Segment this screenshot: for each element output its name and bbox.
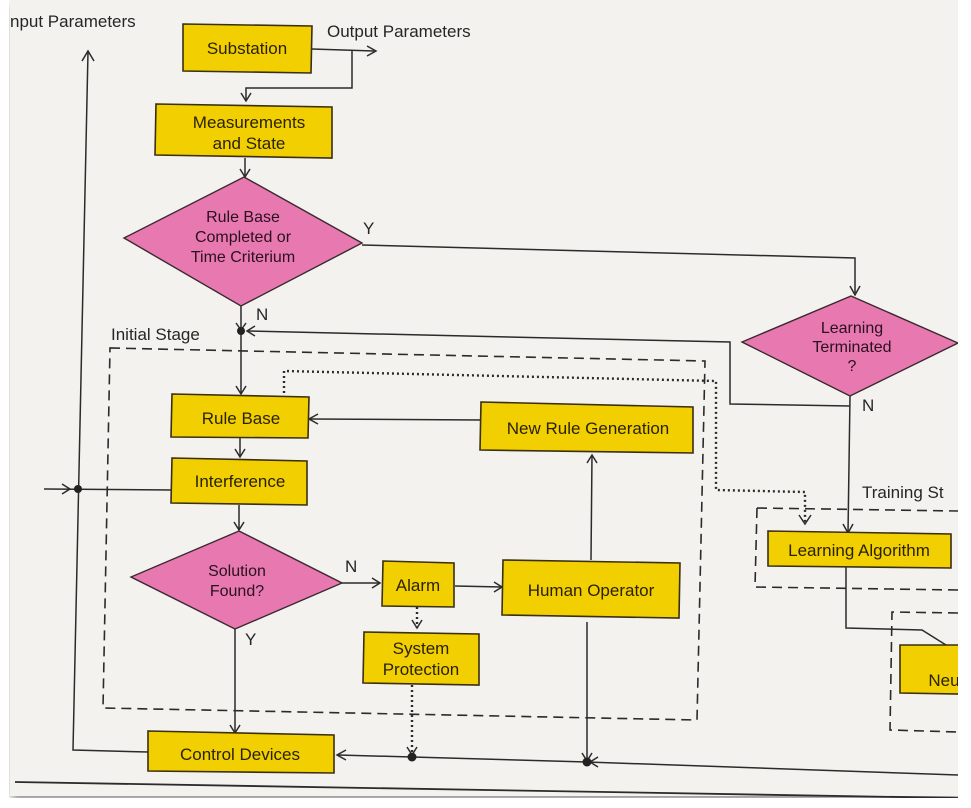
branch-label-yes: Y (245, 630, 256, 649)
arrowhead (371, 577, 382, 589)
branch-label-no: N (256, 305, 268, 324)
branch-label-no: N (345, 557, 357, 576)
page-margin-right (958, 0, 971, 808)
box-interference: Interference (170, 457, 308, 506)
flow-line (847, 395, 851, 534)
box-text: Learning Algorithm (788, 541, 930, 560)
arrowhead (335, 749, 347, 761)
arrowhead (235, 385, 247, 396)
return-line (337, 754, 959, 776)
junction-dot (407, 752, 417, 762)
box-learning-algorithm: Learning Algorithm (767, 530, 952, 569)
training-stage-boundary (754, 507, 959, 591)
box-system-protection: System Protection (362, 631, 480, 686)
box-text: Human Operator (528, 581, 655, 600)
arrowhead (366, 45, 378, 57)
feedback-line (245, 50, 353, 100)
input-parameters-line (72, 51, 149, 753)
arrowhead (240, 92, 252, 103)
box-text: and State (213, 134, 286, 153)
box-neural: Neu (899, 644, 961, 695)
junction-dot (237, 327, 245, 335)
decision-text: Rule Base (206, 209, 280, 226)
substation-output-line (311, 48, 375, 52)
box-text: Control Devices (180, 745, 300, 764)
decision-text: ? (848, 358, 857, 375)
input-parameters-label: nput Parameters (10, 12, 136, 31)
decision-text: Time Criterium (191, 249, 295, 266)
initial-stage-label: Initial Stage (111, 325, 200, 344)
arrowhead (849, 285, 861, 297)
arrowhead (61, 483, 72, 495)
box-text: Measurements (193, 113, 305, 132)
arrowhead (411, 619, 423, 630)
decision-text: Terminated (812, 339, 891, 356)
decision-rule-base-completed: Rule Base Completed or Time Criterium (122, 176, 364, 307)
junction-dot (74, 485, 82, 493)
box-text: Substation (207, 39, 287, 58)
box-text: New Rule Generation (507, 419, 670, 438)
neural-stage-boundary (889, 611, 959, 733)
box-new-rule-generation: New Rule Generation (479, 401, 694, 454)
decision-text: Learning (821, 320, 883, 337)
flow-line (309, 418, 483, 421)
arrowhead (234, 448, 246, 459)
output-parameters-label: Output Parameters (327, 22, 471, 41)
decision-text: Completed or (195, 229, 292, 246)
box-text: Interference (195, 472, 286, 491)
yes-branch-line (361, 244, 856, 293)
decision-text: Found? (210, 583, 264, 600)
page-margin-bottom (0, 798, 971, 808)
box-rule-base: Rule Base (170, 393, 310, 439)
decision-text: Solution (208, 563, 266, 580)
flow-line (845, 567, 947, 646)
box-text: System (393, 639, 450, 658)
box-text: Alarm (396, 576, 440, 595)
page-rule (14, 781, 959, 799)
box-text: Neu (928, 671, 959, 690)
learning-loop-line (246, 330, 851, 407)
arrowhead (245, 325, 256, 337)
box-measurements-and-state: Measurements and State (154, 103, 333, 159)
decision-learning-terminated: Learning Terminated ? (740, 295, 960, 397)
junction-dot (582, 757, 592, 767)
arrowhead (586, 453, 598, 464)
flow-line (454, 585, 503, 588)
flow-line (590, 454, 593, 561)
box-substation: Substation (182, 23, 313, 74)
training-stage-label: Training St (862, 483, 944, 502)
branch-label-yes: Y (363, 219, 374, 238)
page-margin-left (0, 0, 9, 808)
box-human-operator: Human Operator (501, 559, 681, 619)
initial-stage-boundary (102, 347, 706, 721)
arrowhead (233, 521, 245, 532)
decision-solution-found: Solution Found? (129, 530, 344, 630)
box-alarm: Alarm (381, 560, 455, 608)
arrowhead (798, 514, 812, 526)
box-control-devices: Control Devices (147, 730, 335, 774)
box-text: Protection (383, 660, 460, 679)
branch-label-no: N (862, 396, 874, 415)
external-input-line (43, 488, 173, 491)
box-text: Rule Base (202, 409, 280, 428)
arrowhead (81, 49, 95, 62)
